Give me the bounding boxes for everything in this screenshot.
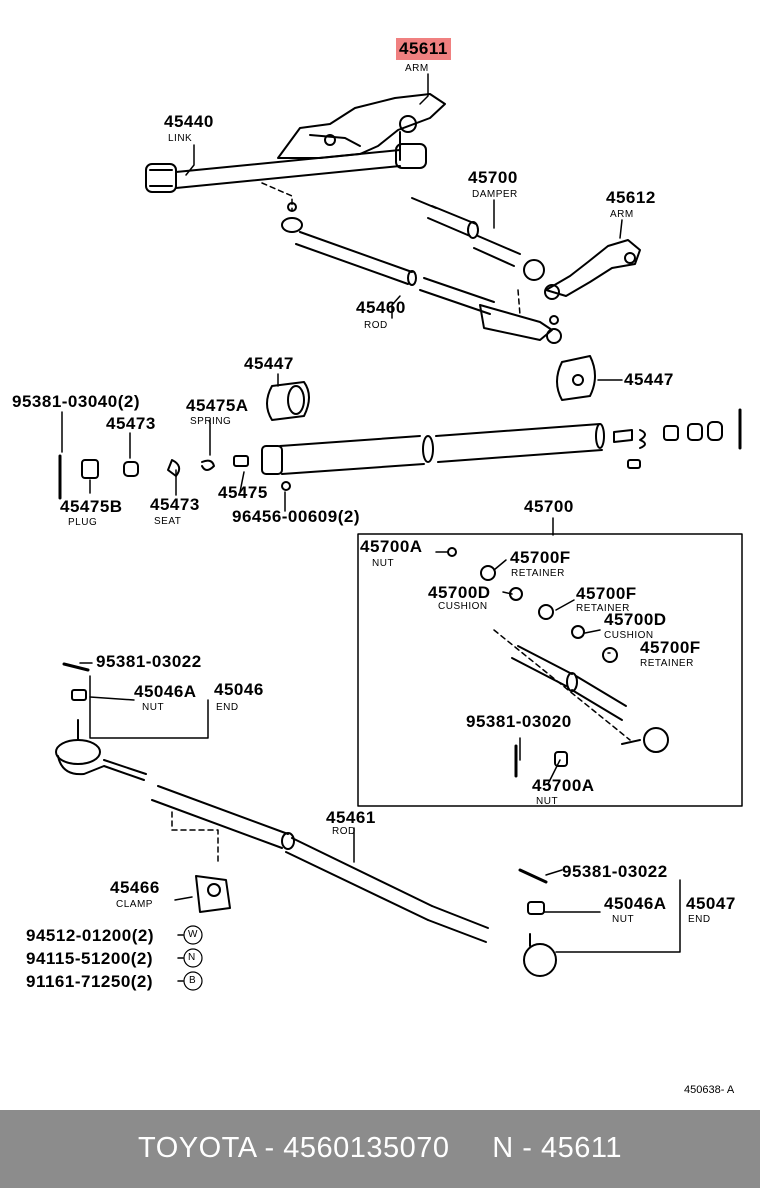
part-45611-label: 45611 [396, 38, 451, 60]
part-96456-00609-label: 96456-00609(2) [232, 507, 360, 526]
part-45046a-label-left: 45046A [134, 682, 197, 701]
part-45440-label: 45440 [164, 112, 214, 131]
part-45440-desc: LINK [168, 133, 193, 144]
part-95381-03040-label: 95381-03040(2) [12, 392, 140, 411]
dashed-lines [171, 182, 631, 866]
part-45700a-label-top: 45700A [360, 537, 423, 556]
footer-part-info: TOYOTA - 4560135070 N - 45611 [138, 1132, 622, 1164]
rod-45460-drawing [281, 202, 562, 344]
part-45046-label: 45046 [214, 680, 264, 699]
parts-diagram: 45611 ARM 45440 LINK 45700 DAMPER 45612 … [12, 38, 743, 1096]
bushing-45447-drawing [266, 355, 596, 421]
part-45447-label-right: 45447 [624, 370, 674, 389]
part-45700d-label-1: 45700D [428, 583, 491, 602]
damper-kit-frame [357, 533, 743, 807]
part-45700f-label-1: 45700F [510, 548, 571, 567]
right-end-hardware-drawing [518, 868, 548, 915]
part-45475-label: 45475 [218, 483, 268, 502]
part-91161-71250-label: 91161-71250(2) [26, 972, 154, 991]
diagram-drawing [55, 73, 743, 991]
rod-45461-drawing [151, 785, 557, 977]
symbol-n-label: N [188, 952, 196, 963]
part-95381-03022-label-left: 95381-03022 [96, 652, 202, 671]
part-45460-desc: ROD [364, 320, 388, 331]
part-45475b-label: 45475B [60, 497, 123, 516]
tie-rod-end-45046-drawing [55, 662, 147, 781]
part-45700-damper-desc: DAMPER [472, 189, 518, 200]
part-45461-label: 45461 [326, 808, 376, 827]
part-94115-51200-label: 94115-51200(2) [26, 949, 154, 968]
hardware-symbols [183, 925, 203, 991]
part-45700a-label-bottom: 45700A [532, 776, 595, 795]
damper-kit-drawing [447, 547, 669, 778]
part-45473-label-top: 45473 [106, 414, 156, 433]
footer-bar: TOYOTA - 4560135070 N - 45611 [0, 1110, 760, 1188]
center-shaft-drawing [261, 423, 605, 475]
part-45473-label-bottom: 45473 [150, 495, 200, 514]
part-45700f-desc-2: RETAINER [576, 603, 630, 614]
part-95381-03022-label-right: 95381-03022 [562, 862, 668, 881]
damper-45700-drawing [411, 197, 545, 281]
symbol-w-label: W [188, 929, 198, 940]
part-45473-desc: SEAT [154, 516, 182, 527]
part-45475a-desc: SPRING [190, 416, 232, 427]
part-45046-desc: END [216, 702, 239, 713]
diagram-reference-code: 450638- A [684, 1084, 735, 1096]
part-45612-desc: ARM [610, 209, 634, 220]
part-95381-03020-label: 95381-03020 [466, 712, 572, 731]
part-45700-damper-label: 45700 [468, 168, 518, 187]
link-45440-drawing [145, 143, 427, 193]
small-hardware-drawing [58, 408, 742, 500]
part-45700f-label-3: 45700F [640, 638, 701, 657]
part-45700f-desc-1: RETAINER [511, 568, 565, 579]
arm-45612-drawing [544, 239, 641, 300]
part-45466-desc: CLAMP [116, 899, 153, 910]
part-45047-desc: END [688, 914, 711, 925]
part-45700d-label-2: 45700D [604, 610, 667, 629]
part-45475b-desc: PLUG [68, 517, 98, 528]
part-45046a-label-right: 45046A [604, 894, 667, 913]
part-45046a-desc-right: NUT [612, 914, 635, 925]
part-45461-desc: ROD [332, 826, 356, 837]
part-45700a-desc-bottom: NUT [536, 796, 559, 807]
part-45700a-desc-top: NUT [372, 558, 395, 569]
part-94512-01200-label: 94512-01200(2) [26, 926, 154, 945]
part-45046a-desc-left: NUT [142, 702, 165, 713]
clamp-45466-drawing [195, 875, 231, 913]
part-45466-label: 45466 [110, 878, 160, 897]
part-45700d-desc-1: CUSHION [438, 601, 488, 612]
symbol-b-label: B [189, 975, 197, 986]
leader-lines [61, 73, 681, 982]
part-45447-label-left: 45447 [244, 354, 294, 373]
part-45700-kit-label: 45700 [524, 497, 574, 516]
part-45460-label: 45460 [356, 298, 406, 317]
part-45475a-label: 45475A [186, 396, 249, 415]
part-45047-label: 45047 [686, 894, 736, 913]
part-45700f-desc-3: RETAINER [640, 658, 694, 669]
part-45611-desc: ARM [405, 63, 429, 74]
part-45612-label: 45612 [606, 188, 656, 207]
part-45700f-label-2: 45700F [576, 584, 637, 603]
part-45700d-desc-2: CUSHION [604, 630, 654, 641]
